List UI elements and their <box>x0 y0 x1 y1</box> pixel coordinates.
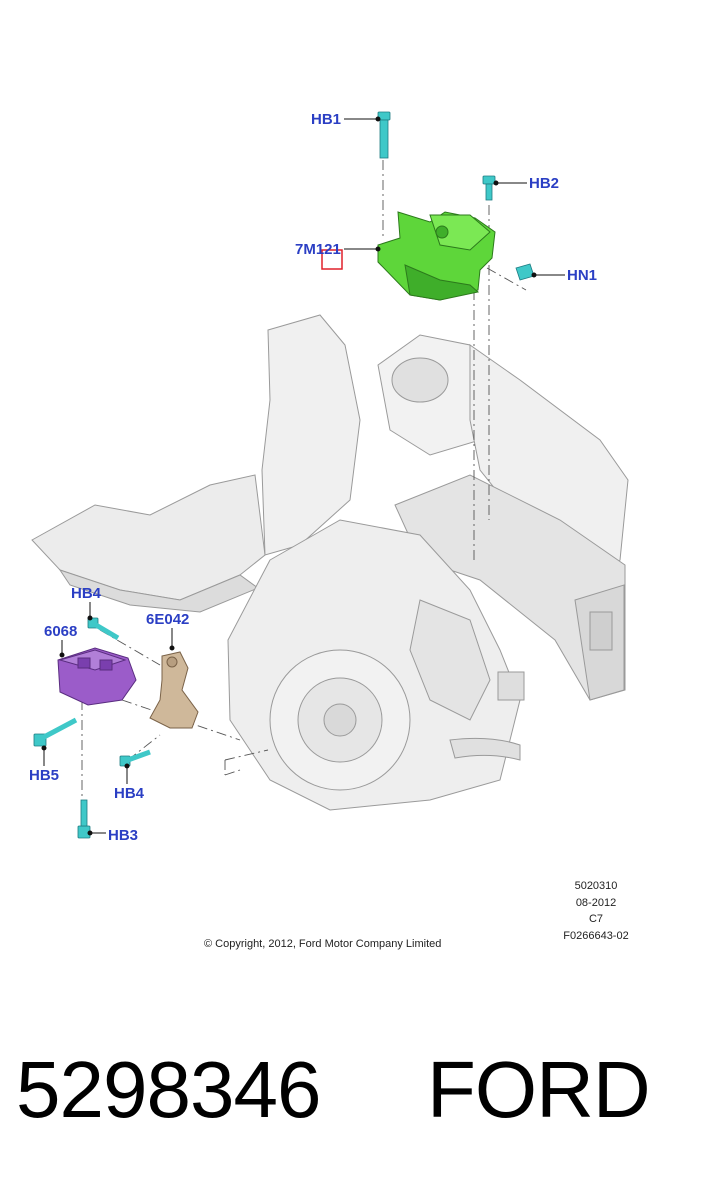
bolt-icon[interactable] <box>87 617 120 641</box>
callout-7m121: 7M121 <box>295 241 341 258</box>
brand-name: FORD <box>427 1045 651 1134</box>
callout-leader-lines <box>41 116 565 836</box>
drawing-reference: F0266643-02 <box>563 930 629 942</box>
bolt-icon[interactable] <box>33 717 78 747</box>
callout-6068: 6068 <box>44 623 78 640</box>
callout-hb2: HB2 <box>529 175 560 192</box>
nut-icon[interactable] <box>515 263 535 281</box>
bolts-group <box>33 111 535 839</box>
highlight-box[interactable] <box>321 249 343 270</box>
mount-bracket-icon[interactable] <box>149 651 199 729</box>
callout-6e042: 6E042 <box>146 611 190 628</box>
callout-hn1: HN1 <box>567 267 598 284</box>
engine-mount-icon[interactable] <box>377 211 496 301</box>
callout-hb3: HB3 <box>108 827 139 844</box>
drawing-date: 08-2012 <box>575 897 617 909</box>
bolt-icon[interactable] <box>77 799 91 839</box>
drawing-revision: C7 <box>588 913 604 925</box>
transmission-mount-icon[interactable] <box>57 647 137 706</box>
drawing-number: 5020310 <box>574 880 618 892</box>
callout-hb5: HB5 <box>29 767 60 784</box>
exploded-parts-diagram <box>31 111 629 839</box>
callout-hb1: HB1 <box>311 111 342 128</box>
copyright-notice: © Copyright, 2012, Ford Motor Company Li… <box>204 938 442 950</box>
assembly-guide-lines <box>81 160 527 810</box>
callout-hb4-bottom: HB4 <box>114 785 145 802</box>
transmission-assembly <box>227 519 525 811</box>
vehicle-body-structure <box>31 314 629 701</box>
bolt-icon[interactable] <box>482 175 496 201</box>
callout-hb4-top: HB4 <box>71 585 102 602</box>
bolt-icon[interactable] <box>119 749 151 767</box>
part-number: 5298346 <box>16 1045 321 1134</box>
bolt-icon[interactable] <box>377 111 391 159</box>
